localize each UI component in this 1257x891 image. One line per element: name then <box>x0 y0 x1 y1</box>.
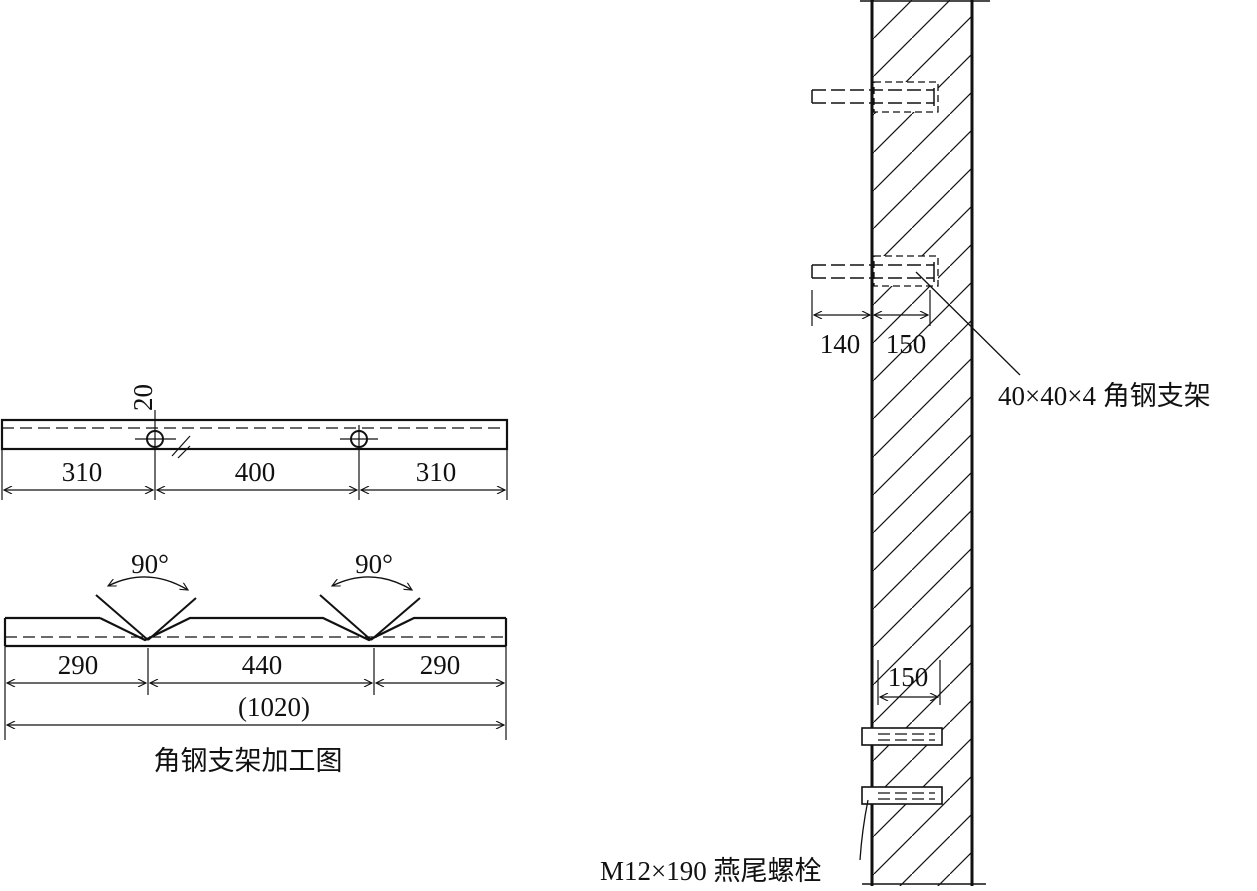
dovetail-bolt-2 <box>861 786 943 805</box>
notch-right: 90° <box>319 549 421 641</box>
dim-top-right: 310 <box>416 457 457 487</box>
angle-bracket-upper-2 <box>811 255 939 287</box>
bracket-spec-label: 40×40×4 角钢支架 <box>998 381 1211 411</box>
dovetail-bolt-1 <box>861 727 943 746</box>
dim-bolt-150: 150 <box>888 662 929 692</box>
dim-top-middle: 400 <box>235 457 276 487</box>
bolt-hole-right <box>340 425 378 500</box>
hole-dimension-label: 20 <box>128 384 158 411</box>
angle-bracket-upper-1 <box>811 81 939 113</box>
notch-angle-right: 90° <box>355 549 393 579</box>
dim-bottom-right: 290 <box>420 650 461 680</box>
bolt-hole-left <box>135 410 176 500</box>
dim-total-length: (1020) <box>238 692 310 722</box>
dim-embed-150: 150 <box>886 329 927 359</box>
dim-embed-140: 140 <box>820 329 861 359</box>
bottom-angle-bar: 90° 90° 290 440 290 (1020) <box>3 549 508 740</box>
notch-angle-left: 90° <box>131 549 169 579</box>
fabrication-drawing: 20 310 400 310 90° <box>0 384 509 776</box>
dim-top-left: 310 <box>62 457 103 487</box>
dim-bottom-left: 290 <box>58 650 99 680</box>
notch-left: 90° <box>95 549 197 641</box>
wall-section: 140 150 40×40×4 角钢支架 150 M12×190 燕尾螺栓 <box>600 0 1211 886</box>
top-angle-bar: 20 310 400 310 <box>0 384 509 500</box>
drawing-title: 角钢支架加工图 <box>154 746 343 776</box>
bolt-spec-label: M12×190 燕尾螺栓 <box>600 856 821 886</box>
dim-bottom-middle: 440 <box>242 650 283 680</box>
